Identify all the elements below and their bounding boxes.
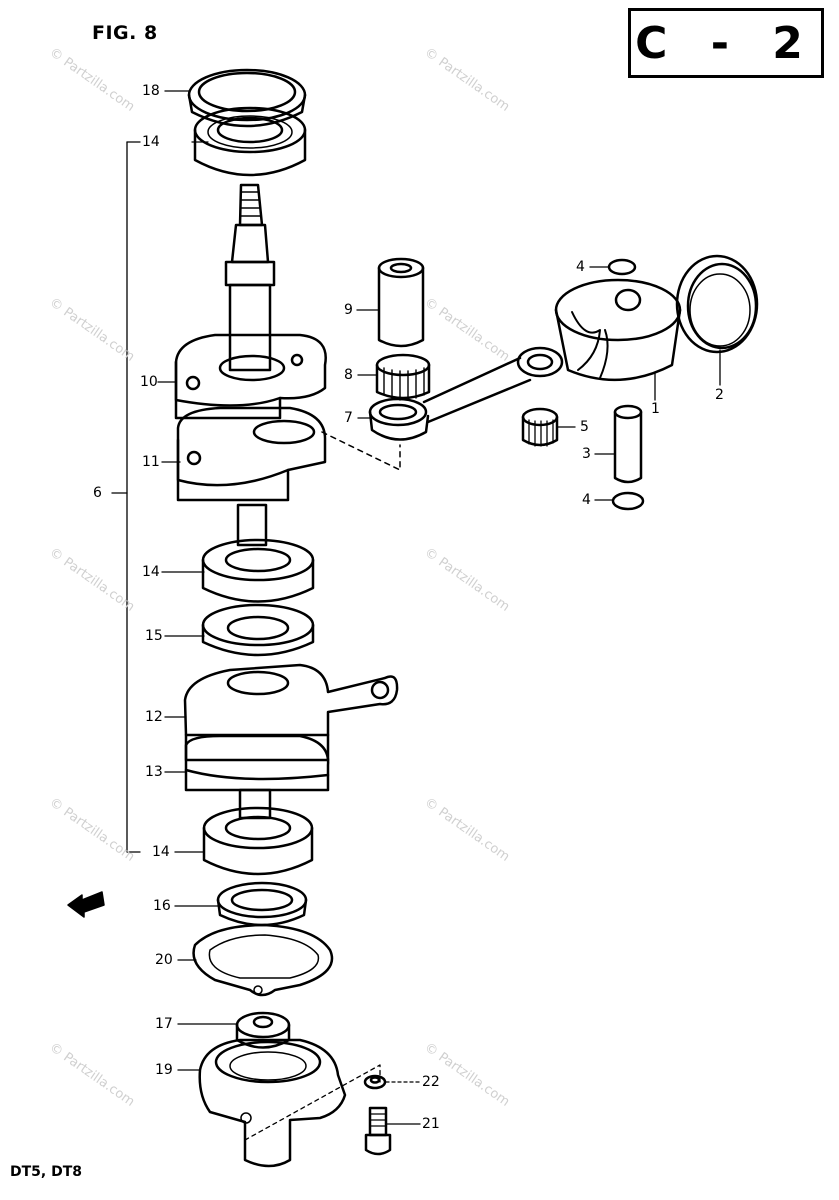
top-bearing: [193, 106, 307, 177]
crankshaft-top-shaft: [224, 183, 276, 372]
leader-lines: [111, 90, 721, 1141]
small-end-bearing: [521, 407, 559, 447]
callout-4: 4: [582, 492, 591, 508]
piston-rings: [675, 254, 759, 354]
gasket: [192, 923, 334, 997]
crank-pin: [377, 257, 425, 348]
callout-17: 17: [155, 1016, 173, 1032]
connecting-rod: [368, 346, 564, 441]
callout-15: 15: [145, 628, 163, 644]
lower-bearing: [202, 806, 314, 876]
callout-20: 20: [155, 952, 173, 968]
callout-5: 5: [580, 419, 589, 435]
callout-6: 6: [93, 485, 102, 501]
section-code: C - 2: [628, 8, 824, 78]
callout-21: 21: [422, 1116, 440, 1132]
callout-10: 10: [140, 374, 158, 390]
callout-16: 16: [153, 898, 171, 914]
callout-19: 19: [155, 1062, 173, 1078]
callout-14: 14: [142, 134, 160, 150]
figure-title: FIG. 8: [92, 22, 158, 44]
lower-housing: [198, 1038, 347, 1168]
lower-oil-seal: [216, 881, 308, 927]
callout-7: 7: [344, 410, 353, 426]
lower-second-web: [184, 734, 330, 792]
piston: [554, 278, 682, 382]
circlip-top: [607, 258, 637, 276]
callout-9: 9: [344, 302, 353, 318]
assembly-line: [321, 431, 401, 471]
callout-22: 22: [422, 1074, 440, 1090]
callout-13: 13: [145, 764, 163, 780]
circlip-bottom: [611, 491, 645, 511]
needle-bearing-upper: [375, 353, 431, 401]
upper-crank-web: [174, 333, 327, 420]
callout-4: 4: [576, 259, 585, 275]
callout-2: 2: [715, 387, 724, 403]
middle-seal: [201, 603, 315, 657]
washer: [363, 1074, 387, 1090]
crankshaft-mid-shaft: [236, 503, 268, 547]
callout-8: 8: [344, 367, 353, 383]
front-direction-arrow-icon: [67, 891, 105, 918]
callout-18: 18: [142, 83, 160, 99]
bolt: [364, 1106, 392, 1156]
callout-11: 11: [142, 454, 160, 470]
callout-12: 12: [145, 709, 163, 725]
oil-seal-ring: [187, 68, 307, 128]
lower-crank-web: [176, 406, 327, 502]
second-crank-web: [183, 663, 399, 762]
middle-bearing: [201, 538, 315, 603]
callout-3: 3: [582, 446, 591, 462]
callout-1: 1: [651, 401, 660, 417]
crankshaft-lower-shaft: [238, 788, 272, 820]
callout-14: 14: [142, 564, 160, 580]
model-list: DT5, DT8: [10, 1164, 83, 1180]
piston-pin: [613, 404, 643, 484]
callout-14: 14: [152, 844, 170, 860]
